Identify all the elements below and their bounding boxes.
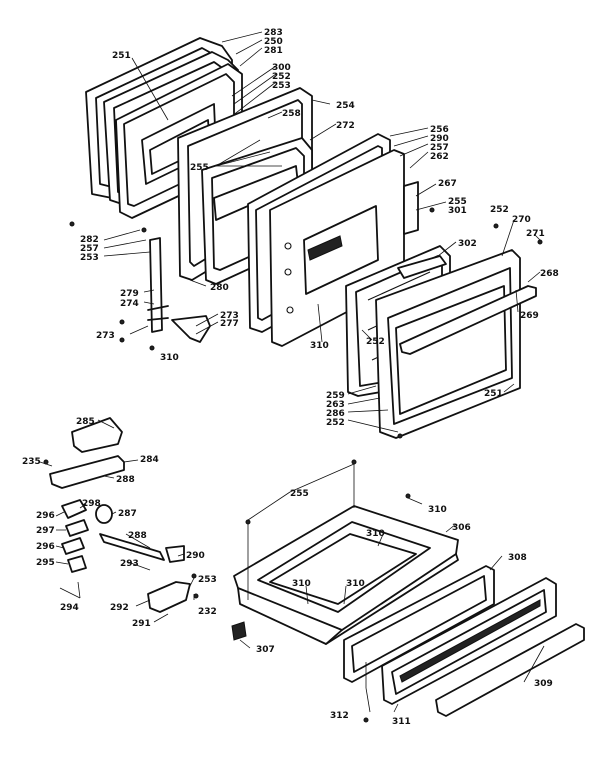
label-274: 274 — [120, 299, 139, 309]
label-310b: 310 — [310, 341, 329, 351]
label-273: 273 — [220, 311, 239, 321]
label-310e: 310 — [292, 579, 311, 589]
label-279: 279 — [120, 289, 139, 299]
label-269: 269 — [520, 311, 539, 321]
outer-door-panel-251 — [375, 249, 537, 439]
label-283: 283 — [264, 28, 283, 38]
label-290b: 290 — [186, 551, 205, 561]
label-280: 280 — [210, 283, 229, 293]
label-268: 268 — [540, 269, 559, 279]
label-235: 235 — [22, 457, 41, 467]
label-310d: 310 — [366, 529, 385, 539]
label-309: 309 — [534, 679, 553, 689]
label-293: 293 — [120, 559, 139, 569]
label-254: 254 — [336, 101, 355, 111]
label-257b: 257 — [80, 244, 99, 254]
label-296b: 296 — [36, 542, 55, 552]
label-255: 255 — [190, 163, 209, 173]
handle-bracket-302 — [397, 255, 447, 279]
label-298: 298 — [82, 499, 101, 509]
label-310c: 310 — [428, 505, 447, 515]
drawer-trim-strip — [435, 623, 585, 717]
drawer-clip-307 — [231, 621, 247, 641]
label-310: 310 — [160, 353, 179, 363]
callout-labels: 283 250 281 251 300 252 253 254 258 272 … — [22, 28, 559, 727]
label-306: 306 — [452, 523, 471, 533]
drawer-front-308 — [343, 565, 495, 683]
label-272: 272 — [336, 121, 355, 131]
label-291: 291 — [132, 619, 151, 629]
label-302: 302 — [458, 239, 477, 249]
label-281: 281 — [264, 46, 283, 56]
vent-bracket-267 — [403, 181, 419, 235]
drawer-body-306 — [233, 505, 459, 645]
label-284: 284 — [140, 455, 159, 465]
label-271: 271 — [526, 229, 545, 239]
label-301: 301 — [448, 206, 467, 216]
screw-markers — [43, 207, 543, 723]
label-252c: 252 — [366, 337, 385, 347]
label-251: 251 — [112, 51, 131, 61]
label-273b: 273 — [96, 331, 115, 341]
latch-cover-292 — [147, 581, 191, 613]
label-252d: 252 — [326, 418, 345, 428]
label-255c: 255 — [290, 489, 309, 499]
label-286: 286 — [326, 409, 345, 419]
label-267: 267 — [438, 179, 457, 189]
label-288b: 288 — [128, 531, 147, 541]
label-287: 287 — [118, 509, 137, 519]
label-257: 257 — [430, 143, 449, 153]
label-312: 312 — [330, 711, 349, 721]
label-292: 292 — [110, 603, 129, 613]
label-297: 297 — [36, 526, 55, 536]
latch-rod-288 — [99, 533, 165, 561]
label-288: 288 — [116, 475, 135, 485]
label-311: 311 — [392, 717, 411, 727]
label-290: 290 — [430, 134, 449, 144]
label-310f: 310 — [346, 579, 365, 589]
leader-lines — [39, 31, 545, 713]
label-252: 252 — [272, 72, 291, 82]
label-277: 277 — [220, 319, 239, 329]
label-308: 308 — [508, 553, 527, 563]
label-296: 296 — [36, 511, 55, 521]
hinge-bracket-273 — [171, 315, 211, 343]
label-252b: 252 — [490, 205, 509, 215]
label-253c: 253 — [198, 575, 217, 585]
label-250: 250 — [264, 37, 283, 47]
label-253b: 253 — [80, 253, 99, 263]
label-262: 262 — [430, 152, 449, 162]
latch-motor-285 — [71, 417, 123, 453]
latch-bracket-284 — [49, 455, 125, 489]
label-251b: 251 — [484, 389, 503, 399]
label-232: 232 — [198, 607, 217, 617]
switch-parts-296 — [61, 499, 89, 573]
drawer-handle-panel-309 — [381, 577, 557, 705]
label-295: 295 — [36, 558, 55, 568]
label-255b: 255 — [448, 197, 467, 207]
label-256: 256 — [430, 125, 449, 135]
label-263: 263 — [326, 400, 345, 410]
latch-hook-290 — [165, 545, 185, 563]
label-258: 258 — [282, 109, 301, 119]
door-hinge-279 — [147, 237, 169, 333]
label-294: 294 — [60, 603, 79, 613]
label-307: 307 — [256, 645, 275, 655]
label-253: 253 — [272, 81, 291, 91]
label-270: 270 — [512, 215, 531, 225]
label-285: 285 — [76, 417, 95, 427]
label-300: 300 — [272, 63, 291, 73]
label-282: 282 — [80, 235, 99, 245]
label-259: 259 — [326, 391, 345, 401]
